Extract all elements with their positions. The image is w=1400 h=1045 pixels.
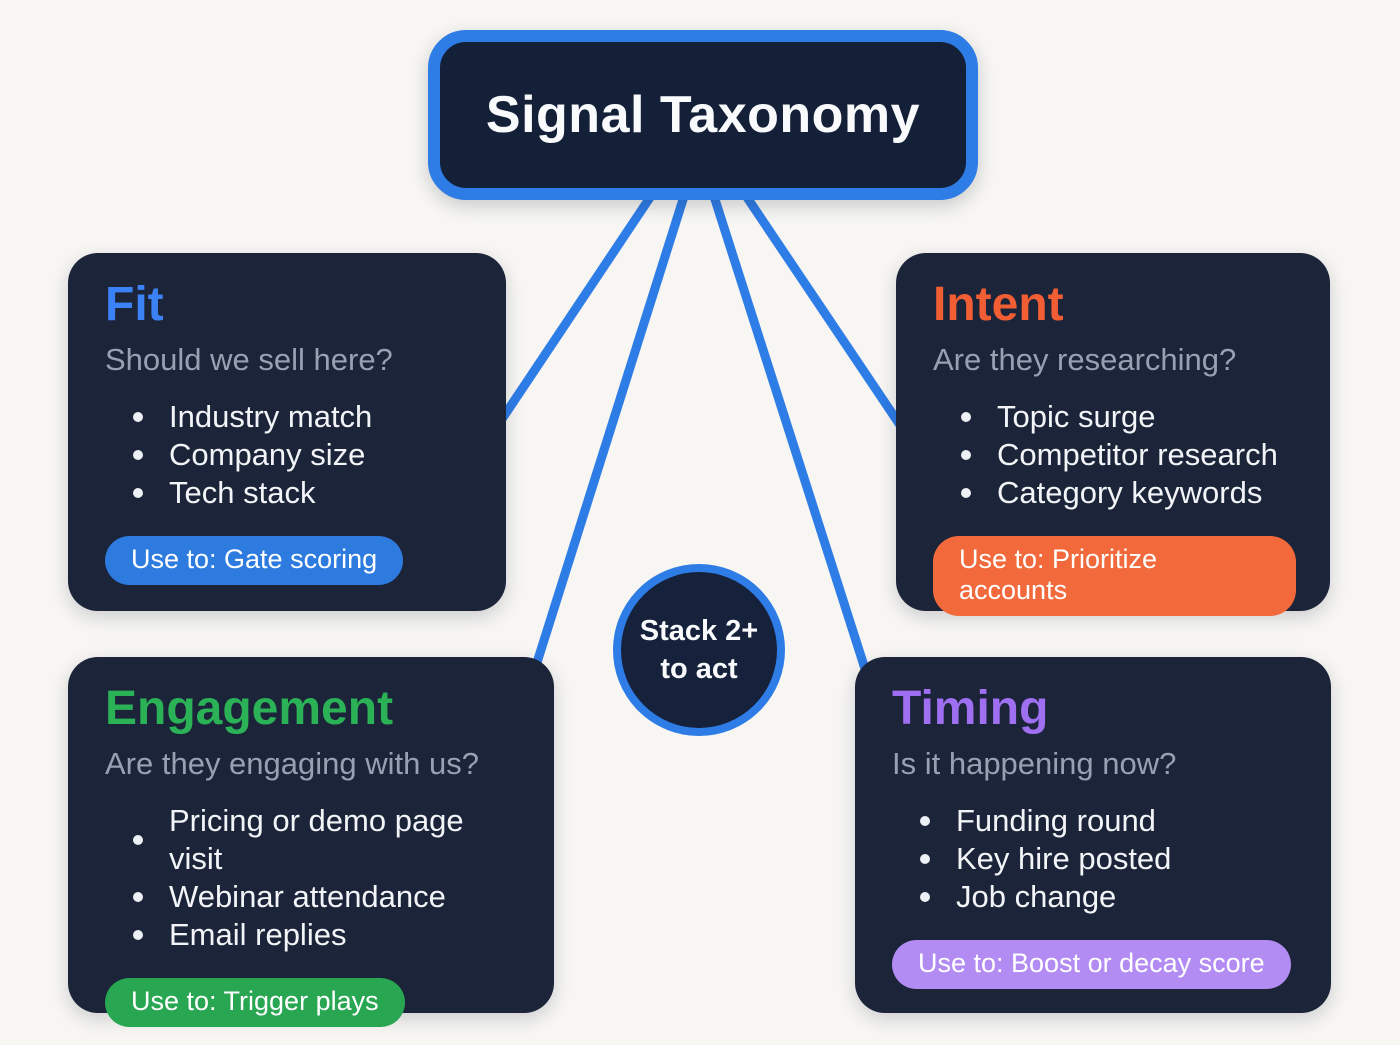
card-engagement-use-badge: Use to: Trigger plays [105,977,405,1027]
list-item: Webinar attendance [133,878,520,916]
card-timing-bullet-list: Funding round Key hire posted Job change [920,802,1297,916]
connector-title-to-timing [707,188,871,674]
bullet-dot-icon [133,929,143,940]
bullet-text: Tech stack [169,474,316,510]
bullet-dot-icon [961,449,971,460]
bullet-text: Topic surge [997,398,1156,434]
bullet-text: Email replies [169,916,347,952]
card-engagement-heading: Engagement [105,682,394,735]
card-engagement-bullet-list: Pricing or demo page visit Webinar atten… [133,802,520,954]
card-timing-heading: Timing [892,682,1049,735]
bullet-dot-icon [133,891,143,902]
center-node-text-line2: to act [660,653,738,685]
bullet-text: Competitor research [997,436,1278,472]
connector-title-to-intent [738,187,906,431]
card-intent: Intent Are they researching? Topic surge… [896,253,1330,616]
center-node-text-line1: Stack 2+ [639,615,759,647]
connector-title-to-fit [494,187,659,428]
list-item: Job change [920,878,1297,916]
connector-title-to-engagement [529,188,691,674]
bullet-dot-icon [961,487,971,498]
card-fit-heading: Fit [105,278,164,331]
bullet-text: Industry match [169,398,373,434]
card-fit-use-badge: Use to: Gate scoring [105,535,404,585]
card-engagement-subtitle: Are they engaging with us? [105,745,479,781]
bullet-text: Job change [956,878,1117,914]
list-item: Pricing or demo page visit [133,802,520,878]
list-item: Competitor research [961,436,1296,474]
card-intent-heading: Intent [933,278,1064,331]
card-fit-subtitle: Should we sell here? [105,341,393,377]
card-engagement: Engagement Are they engaging with us? Pr… [68,657,554,1027]
list-item: Category keywords [961,474,1296,512]
bullet-text: Funding round [956,802,1156,838]
bullet-dot-icon [133,487,143,498]
card-intent-subtitle: Are they researching? [933,341,1237,377]
bullet-dot-icon [920,891,930,902]
list-item: Industry match [133,398,472,436]
center-node-stack-to-act: Stack 2+ to act [613,564,785,736]
bullet-text: Key hire posted [956,840,1172,876]
card-timing: Timing Is it happening now? Funding roun… [855,657,1331,1013]
card-fit-bullet-list: Industry match Company size Tech stack [133,398,472,512]
list-item: Key hire posted [920,840,1297,878]
list-item: Funding round [920,802,1297,840]
list-item: Company size [133,436,472,474]
list-item: Tech stack [133,474,472,512]
diagram-title-box: Signal Taxonomy [428,30,978,200]
card-intent-bullet-list: Topic surge Competitor research Category… [961,398,1296,512]
card-intent-use-badge: Use to: Prioritize accounts [933,535,1296,616]
bullet-dot-icon [133,449,143,460]
list-item: Topic surge [961,398,1296,436]
card-timing-use-badge: Use to: Boost or decay score [892,939,1291,989]
diagram-title: Signal Taxonomy [485,86,921,144]
bullet-text: Category keywords [997,474,1263,510]
list-item: Email replies [133,916,520,954]
bullet-text: Webinar attendance [169,878,446,914]
bullet-dot-icon [920,815,930,826]
card-fit: Fit Should we sell here? Industry match … [68,253,506,611]
bullet-dot-icon [961,411,971,422]
bullet-dot-icon [133,411,143,422]
card-timing-subtitle: Is it happening now? [892,745,1177,781]
bullet-text: Company size [169,436,366,472]
bullet-dot-icon [133,834,143,845]
bullet-dot-icon [920,853,930,864]
bullet-text: Pricing or demo page visit [169,802,464,876]
